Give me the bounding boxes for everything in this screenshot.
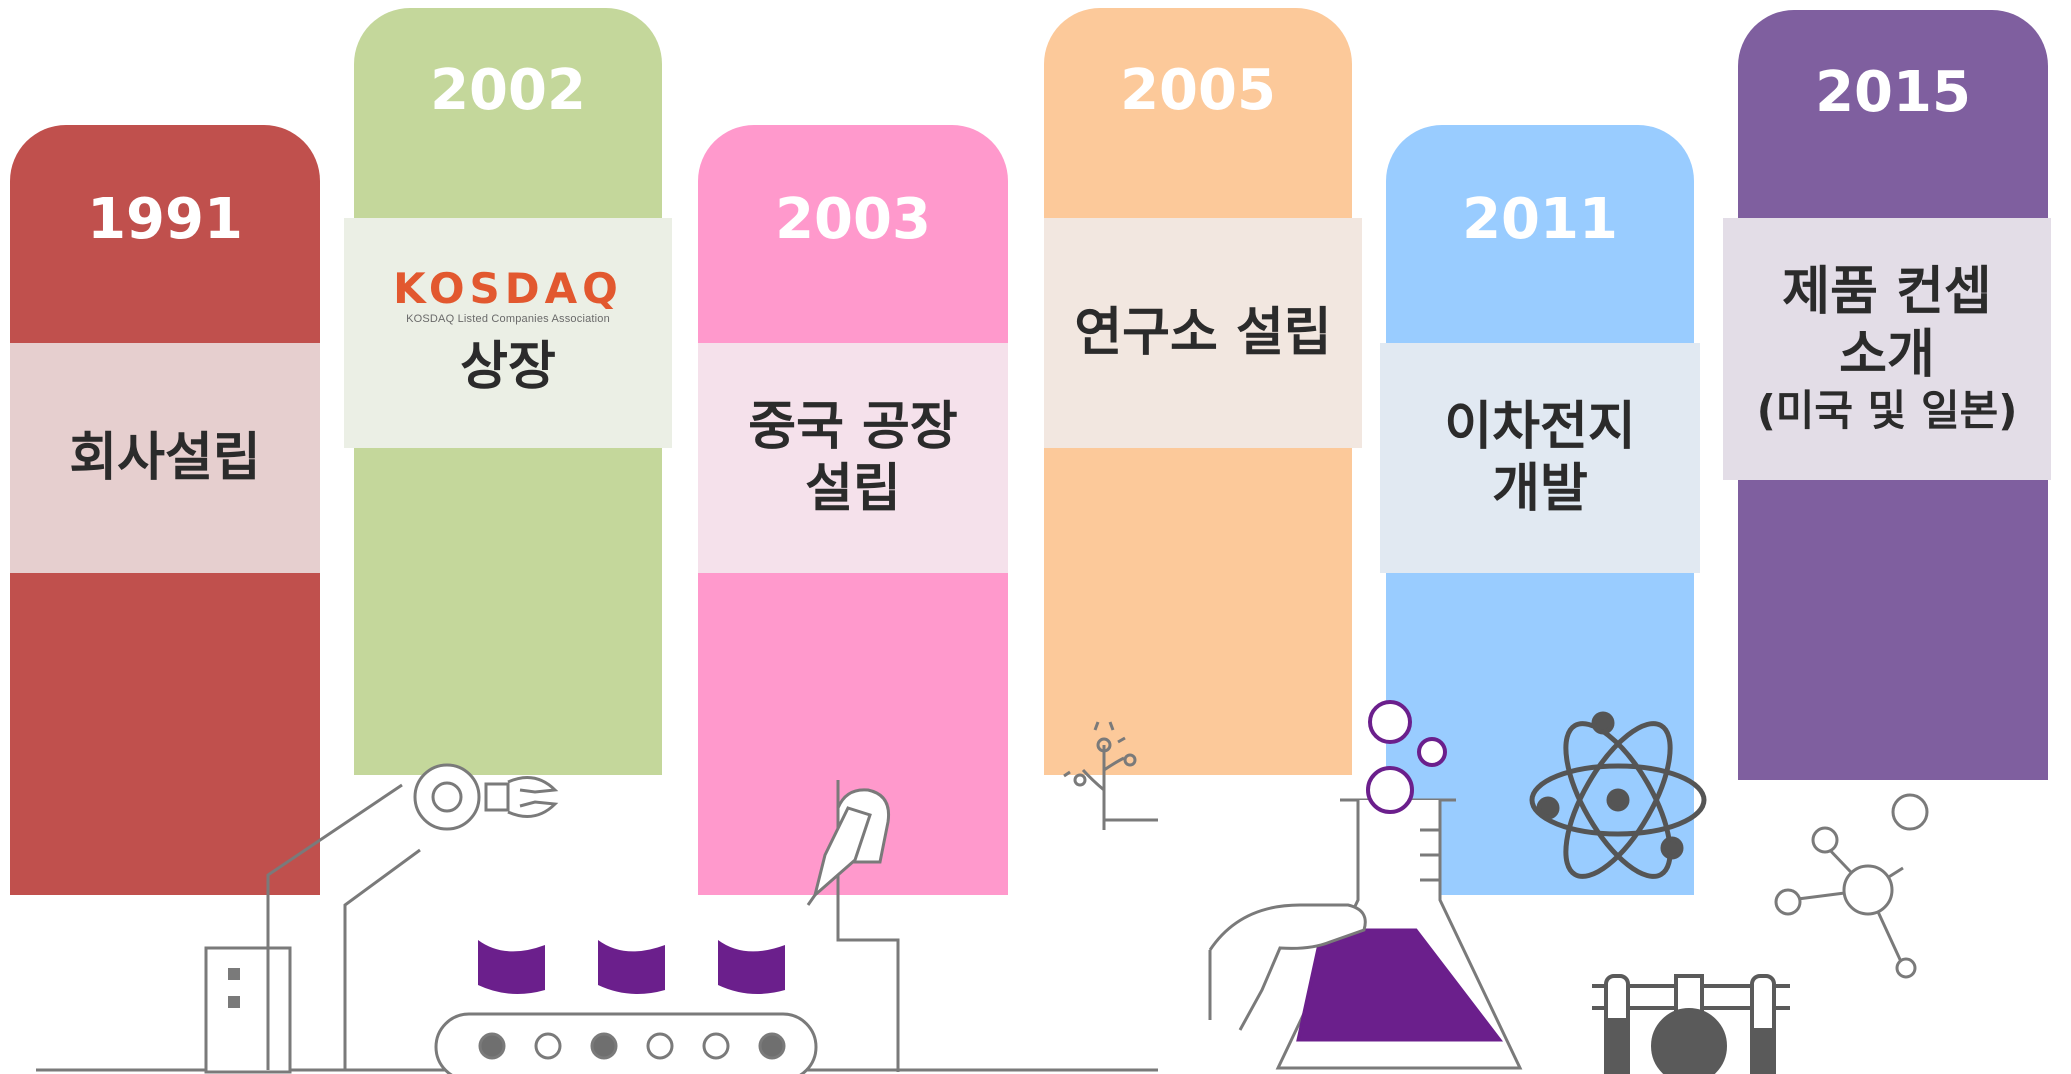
milestone-text-line-2: 설립 — [805, 459, 901, 519]
factory-icon — [204, 946, 292, 1074]
sprout-icon — [1063, 721, 1158, 830]
test-tubes-icon — [1592, 974, 1790, 1074]
timeline-column-2011: 2011 이차전지 개발 — [1380, 125, 1700, 895]
molecule-icon — [1774, 793, 1929, 979]
year-label: 1991 — [87, 187, 243, 252]
milestone-text-line-3: (미국 및 일본) — [1756, 386, 2018, 436]
timeline-column-2015: 2015 제품 컨셉 소개 (미국 및 일본) — [1723, 10, 2051, 780]
robot-arm-icon — [266, 763, 559, 1070]
timeline-column-2002: 2002 KOSDAQ KOSDAQ Listed Companies Asso… — [344, 8, 672, 775]
milestone-band: 이차전지 개발 — [1380, 343, 1700, 573]
year-label: 2005 — [1120, 58, 1276, 123]
atom-icon — [1529, 711, 1707, 879]
milestone-text: 연구소 설립 — [1074, 302, 1332, 363]
conveyor-belt-icon — [434, 780, 900, 1074]
timeline-column-2003: 2003 중국 공장 설립 — [698, 125, 1008, 895]
milestone-band: 회사설립 — [10, 343, 320, 573]
milestone-text-line-2: 소개 — [1839, 324, 1935, 385]
milestone-text: 상장 — [460, 336, 556, 397]
milestone-text-line-1: 제품 컨셉 — [1782, 262, 1992, 323]
kosdaq-wordmark: KOSDAQ — [393, 263, 623, 313]
year-label: 2002 — [430, 58, 586, 123]
milestone-band: 제품 컨셉 소개 (미국 및 일본) — [1723, 218, 2051, 480]
milestone-band: 중국 공장 설립 — [698, 343, 1008, 573]
year-label: 2011 — [1462, 187, 1618, 252]
timeline-column-2005: 2005 연구소 설립 — [1044, 8, 1362, 775]
flag-icon — [478, 940, 785, 994]
milestone-text-line-1: 중국 공장 — [748, 396, 958, 457]
year-label: 2003 — [775, 187, 931, 252]
milestone-band: KOSDAQ KOSDAQ Listed Companies Associati… — [344, 218, 672, 448]
kosdaq-logo: KOSDAQ KOSDAQ Listed Companies Associati… — [393, 263, 623, 326]
milestone-text-line-2: 개발 — [1492, 459, 1588, 519]
milestone-band: 연구소 설립 — [1044, 218, 1362, 448]
flask-icon — [1208, 798, 1523, 1070]
milestone-text: 회사설립 — [69, 427, 261, 488]
timeline-column-1991: 1991 회사설립 — [10, 125, 320, 895]
kosdaq-tagline: KOSDAQ Listed Companies Association — [406, 312, 610, 325]
pen-hand-icon — [806, 788, 891, 906]
year-label: 2015 — [1815, 60, 1971, 125]
bubbles-icon — [1366, 700, 1447, 814]
milestone-text-line-1: 이차전지 — [1444, 396, 1636, 457]
